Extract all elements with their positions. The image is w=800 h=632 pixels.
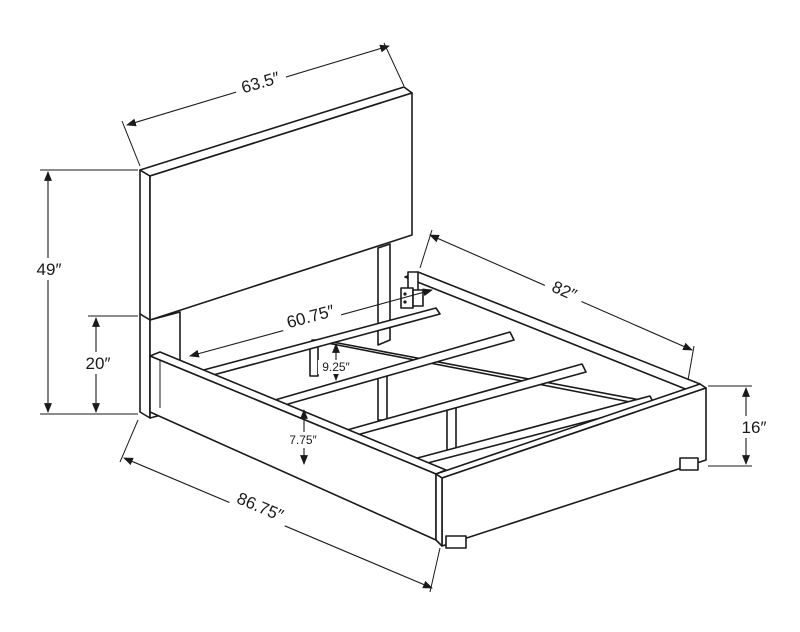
under-clearance-label: 7.75″: [289, 433, 317, 447]
total-height-label: 49″: [37, 260, 62, 279]
footboard: [435, 383, 707, 547]
support-leg: [309, 345, 319, 377]
dimension-labels: 63.5″ 49″ 20″ 82″ 60.75″ 9.25″ 7.75″ 16″…: [28, 67, 774, 530]
foot: [445, 535, 467, 549]
side-rail-height-label: 20″: [86, 354, 111, 373]
footboard-height-label: 16″: [742, 418, 767, 437]
support-leg: [377, 371, 388, 421]
total-length-label: 86.75″: [234, 489, 286, 525]
slat-clearance-label: 9.25″: [322, 360, 350, 374]
foot: [679, 457, 699, 471]
bed-drawing: [139, 86, 707, 549]
headboard: [139, 86, 413, 321]
